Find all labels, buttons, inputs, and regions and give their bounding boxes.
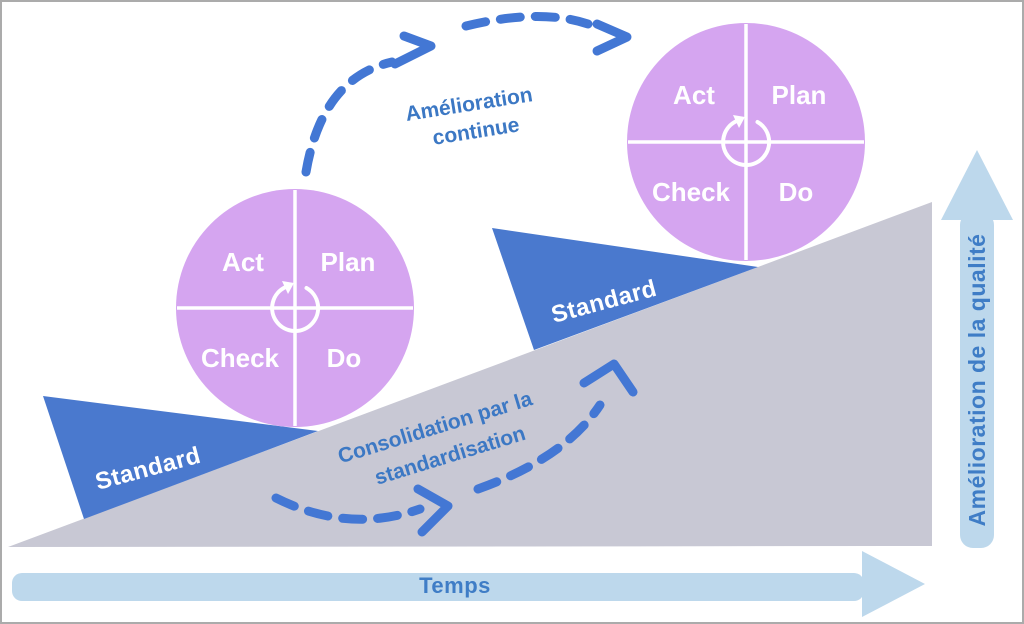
rotate-clockwise-icon xyxy=(721,119,772,167)
improvement-arc-segment-2 xyxy=(461,12,593,31)
quality-axis-label: Amélioration de la qualité xyxy=(964,234,990,527)
time-axis-shaft xyxy=(12,573,864,601)
standard-wedge-shape xyxy=(43,396,318,519)
quality-axis-arrow: Amélioration de la qualité xyxy=(941,150,1013,548)
wheel-label-do: Do xyxy=(779,177,814,207)
quality-slope xyxy=(8,202,932,547)
time-axis-arrow: Temps xyxy=(12,551,925,617)
quality-axis-arrowhead-icon xyxy=(941,150,1013,220)
consolidation-arc-segment-2 xyxy=(473,400,605,494)
arrowhead-icon xyxy=(390,31,436,69)
wheel-label-plan: Plan xyxy=(321,247,376,277)
time-axis-arrowhead-icon xyxy=(862,551,925,617)
wheel-label-check: Check xyxy=(652,177,731,207)
time-axis-label: Temps xyxy=(419,573,491,598)
pdca-wheel-1: Act Plan Check Do xyxy=(176,189,414,427)
pdca-wheel-2: Act Plan Check Do xyxy=(627,23,865,261)
standard-wedge-shape xyxy=(492,228,758,350)
improvement-arc-segment-1 xyxy=(301,57,397,177)
wheel-label-check: Check xyxy=(201,343,280,373)
wheel-label-do: Do xyxy=(327,343,362,373)
rotate-arrow-tip-icon xyxy=(282,281,294,294)
wheel-label-act: Act xyxy=(222,247,264,277)
arrowhead-icon xyxy=(413,484,453,537)
rotate-arrow-tip-icon xyxy=(733,115,745,128)
rotate-clockwise-icon xyxy=(270,285,321,333)
wheel-label-plan: Plan xyxy=(772,80,827,110)
arrowhead-icon xyxy=(592,19,632,56)
arrowhead-icon xyxy=(579,359,638,397)
consolidation-arc-segment-1 xyxy=(271,493,425,524)
wheel-label-act: Act xyxy=(673,80,715,110)
quality-axis-shaft xyxy=(960,212,994,548)
